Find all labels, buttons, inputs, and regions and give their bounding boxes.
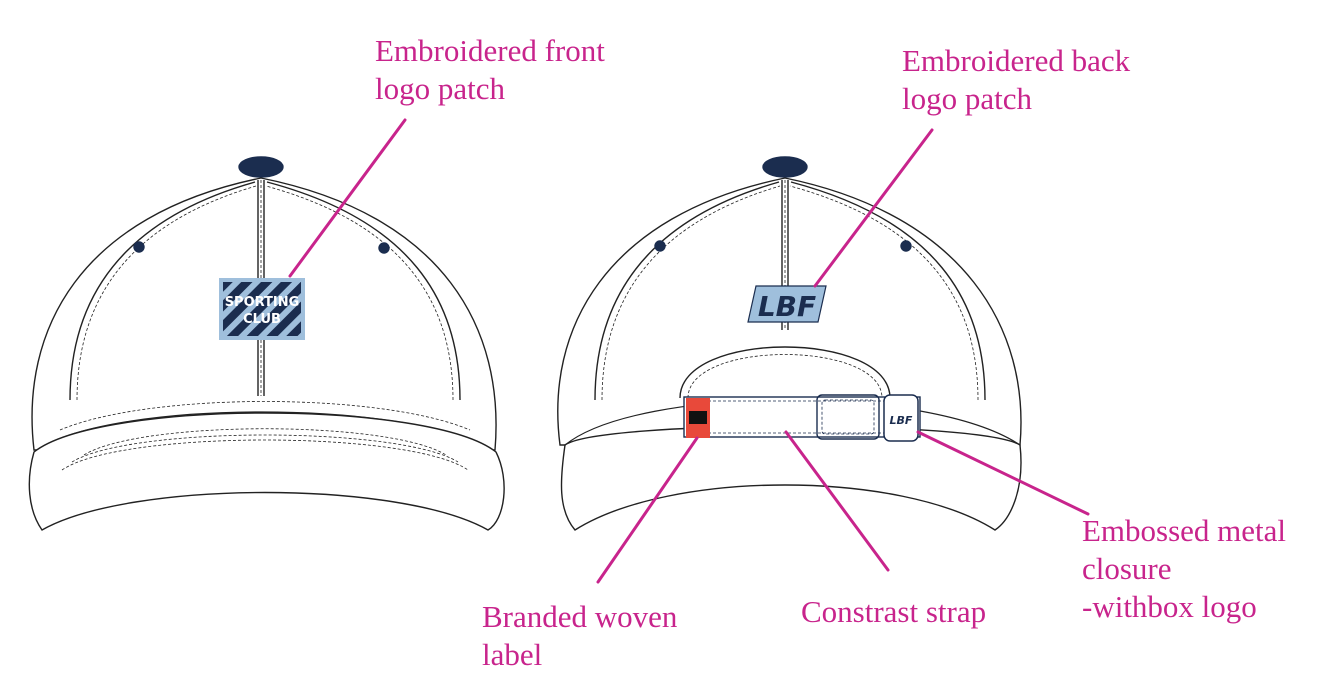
callout-strap-line1: Constrast strap <box>801 594 987 629</box>
callout-front-line1: Embroidered front <box>375 33 605 68</box>
strap-keeper-loop <box>816 394 880 440</box>
closure-logo-text: LBF <box>890 414 913 427</box>
leader-closure <box>916 430 1090 516</box>
leader-back-patch <box>813 128 934 288</box>
back-strap-assembly: LBF <box>683 394 921 442</box>
callout-front-logo-patch: Embroidered front logo patch <box>375 32 605 108</box>
front-logo-patch: SPORTING CLUB <box>219 278 305 340</box>
leader-strap <box>784 430 890 572</box>
callout-closure-line1: Embossed metal <box>1082 513 1287 548</box>
callout-front-line2: logo patch <box>375 71 505 106</box>
cap-front-view <box>28 156 505 531</box>
back-logo-patch: LBF <box>747 285 827 323</box>
back-opening <box>679 346 891 399</box>
callout-back-logo-patch: Embroidered back logo patch <box>902 42 1130 118</box>
front-brim <box>28 412 505 531</box>
front-eyelet-right <box>378 242 390 254</box>
front-patch-line1: SPORTING <box>225 295 300 310</box>
metal-closure <box>883 394 919 442</box>
contrast-strap <box>683 396 921 438</box>
callout-back-line2: logo patch <box>902 81 1032 116</box>
leader-front-patch <box>288 118 407 278</box>
callout-woven-line2: label <box>482 637 543 672</box>
callout-contrast-strap: Constrast strap <box>801 593 986 631</box>
front-top-button <box>238 156 284 178</box>
front-eyelet-left <box>133 241 145 253</box>
back-top-button <box>762 156 808 178</box>
leader-woven-label <box>596 436 699 584</box>
callout-leaders <box>288 118 1090 584</box>
callout-closure-line2: closure <box>1082 551 1172 586</box>
callout-closure-line3: -withbox logo <box>1082 589 1257 624</box>
front-side-seam-left <box>69 181 256 401</box>
back-patch-logo: LBF <box>758 290 816 323</box>
callout-back-line1: Embroidered back <box>902 43 1131 78</box>
callout-embossed-closure: Embossed metal closure -withbox logo <box>1082 512 1286 626</box>
back-eyelet-left <box>654 240 666 252</box>
front-patch-line2: CLUB <box>243 312 281 327</box>
front-side-seam-right <box>266 181 461 401</box>
cap-back-view <box>557 156 1022 531</box>
callout-woven-line1: Branded woven <box>482 599 678 634</box>
back-eyelet-right <box>900 240 912 252</box>
callout-branded-woven-label: Branded woven label <box>482 598 677 674</box>
back-brim <box>560 425 1022 531</box>
